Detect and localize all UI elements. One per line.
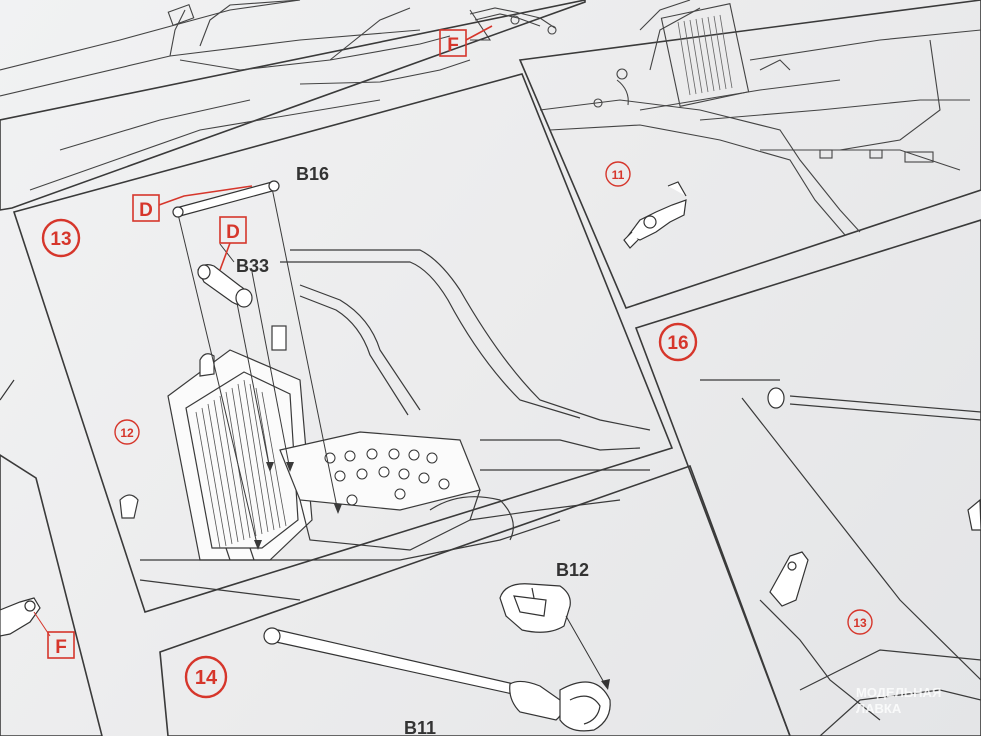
paint-box-f-left: [47, 631, 75, 659]
left-edge-part: [0, 379, 41, 637]
step13-circle: [41, 218, 81, 258]
part-b33-elbow: [197, 264, 253, 308]
f-top-leader: [465, 25, 493, 41]
part-b16-rod: [172, 180, 280, 218]
watermark-line1: МОДЕЛЬНАЯ: [856, 685, 941, 700]
panel-left-edge: [0, 454, 103, 736]
panel-top-left: [0, 0, 586, 211]
step13-assembly: [119, 249, 651, 601]
step16-circle: [658, 322, 698, 362]
step14-arrowhead: [601, 679, 610, 690]
step12-number: 12: [120, 426, 134, 440]
paint-callout-frames: [47, 25, 493, 659]
step14-arrow: [565, 615, 607, 687]
step14-number: 14: [195, 667, 218, 689]
paint-code-f-top: F: [447, 35, 459, 56]
part-label-b16: B16: [296, 164, 329, 184]
step-number-circles: [41, 161, 873, 699]
step16-assembly: [700, 379, 981, 736]
paint-code-d-top: D: [139, 200, 153, 221]
top-right-assembly: [539, 0, 981, 236]
valve-part: [623, 181, 687, 249]
step12-circle: [114, 419, 140, 445]
d-top-leader: [158, 185, 253, 206]
step13-arrowheads: [254, 462, 342, 550]
step14-circle: [184, 655, 228, 699]
top-left-assembly: [0, 0, 557, 191]
panel-step-16: [634, 219, 981, 736]
paint-code-d-mid: D: [226, 222, 240, 243]
step16-parts: [767, 387, 981, 607]
step14-assembly: [263, 583, 611, 732]
panel-top-right: [518, 0, 981, 309]
paint-code-f-left: F: [55, 637, 67, 658]
step11-circle: [605, 161, 631, 187]
step16-number: 16: [667, 333, 688, 354]
panel-step-13: [12, 73, 674, 613]
step13b-number: 13: [853, 616, 867, 630]
part-label-b33: B33: [236, 256, 269, 276]
paint-box-d-mid: [219, 216, 247, 244]
step13b-circle: [847, 609, 873, 635]
watermark-line2: ЛАВКА: [856, 701, 902, 716]
paint-box-d-top: [132, 194, 160, 222]
step11-number: 11: [612, 168, 625, 182]
paint-box-f-top: [439, 29, 467, 57]
step13-number: 13: [50, 229, 71, 250]
step13-lead-lines: [177, 187, 339, 549]
part-label-b11: B11: [404, 718, 436, 736]
d-mid-leader: [219, 242, 231, 271]
watermark: МОДЕЛЬНАЯ ЛАВКА: [856, 685, 941, 716]
part-label-b12: B12: [556, 560, 589, 580]
